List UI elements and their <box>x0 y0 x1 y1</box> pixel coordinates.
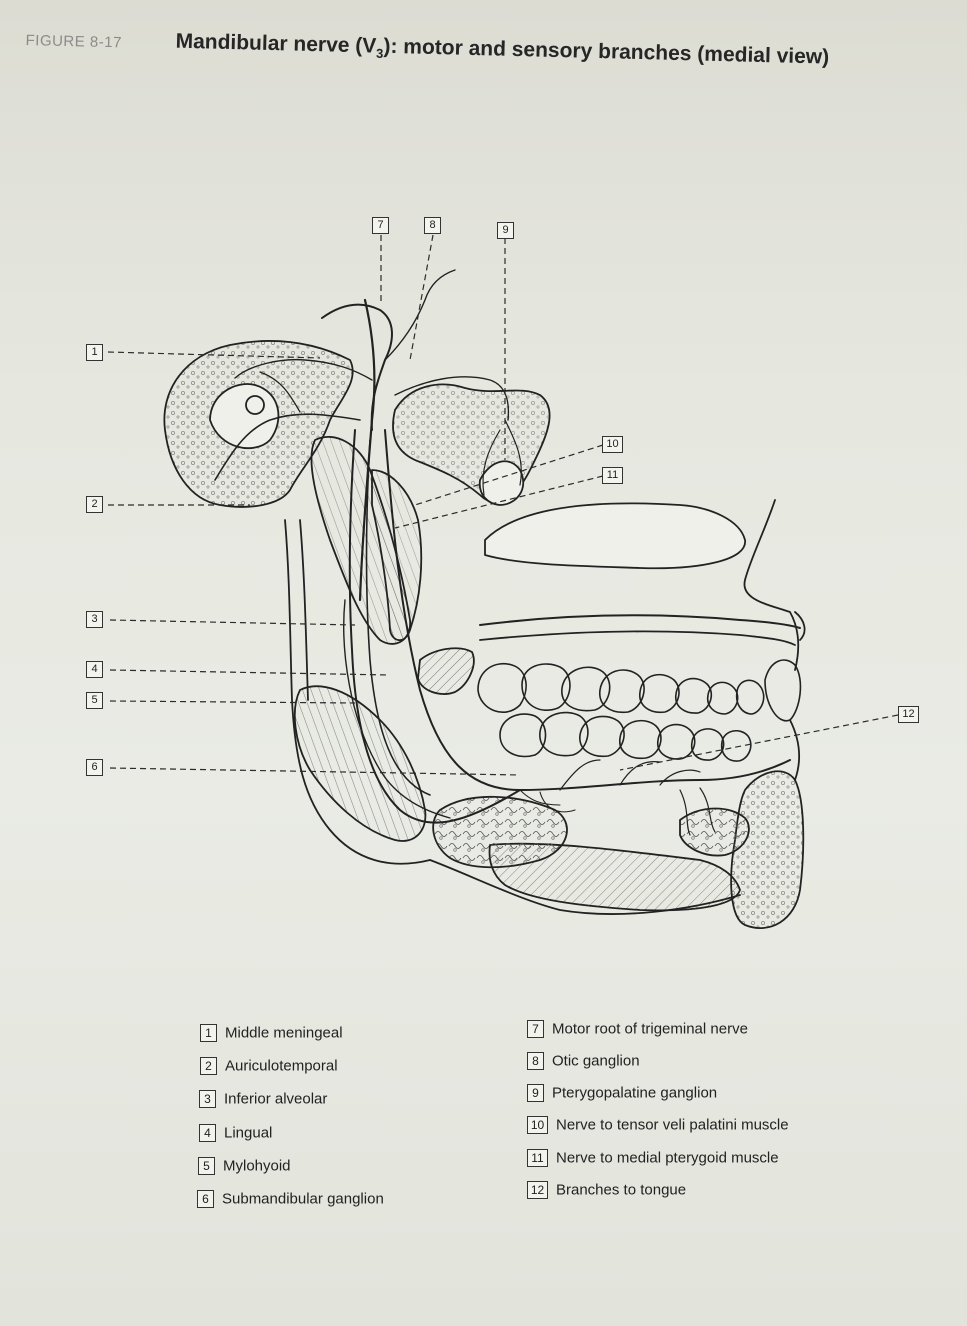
diagram-label-6: 6 <box>86 759 103 776</box>
diagram-label-9: 9 <box>497 222 514 239</box>
pterygopalatine-branch-2 <box>482 429 501 496</box>
leader-line-5 <box>109 700 356 704</box>
tongue-branch-3 <box>659 769 701 786</box>
auriculotemporal-branch <box>259 371 301 413</box>
diagram-label-7: 7 <box>372 217 389 234</box>
sphenoid-outline <box>392 383 551 503</box>
chin-outline <box>730 770 805 929</box>
leader-line-1 <box>107 351 321 359</box>
submandibular-gland <box>432 795 568 869</box>
maxillary-alveolus <box>479 614 801 629</box>
diagram-label-3: 3 <box>86 611 103 628</box>
lingual-nerve <box>384 429 791 791</box>
tongue-branch-4 <box>679 789 691 836</box>
hard-palate <box>484 502 746 570</box>
tongue-branch-5 <box>699 787 716 833</box>
lower-lip <box>789 719 801 781</box>
inferior-alveolar-nerve-2 <box>365 439 431 796</box>
diagram-label-12: 12 <box>898 706 919 723</box>
upper-lip-outline <box>794 611 806 641</box>
upper-teeth <box>477 659 802 722</box>
diagram-label-11: 11 <box>602 467 623 484</box>
maxillary-alveolus-lower <box>479 630 796 646</box>
mandible-ramus-inner <box>299 519 309 701</box>
diagram-label-8: 8 <box>424 217 441 234</box>
otic-branch <box>384 269 456 361</box>
middle-meningeal-nerve <box>234 358 373 381</box>
diagram-label-4: 4 <box>86 661 103 678</box>
leader-line-11 <box>394 475 604 529</box>
mandible-ramus <box>284 519 431 865</box>
hyoid-fragment <box>417 647 475 695</box>
diagram-label-2: 2 <box>86 496 103 513</box>
leader-line-10 <box>414 444 604 506</box>
leader-line-4 <box>109 669 391 676</box>
lower-teeth <box>499 711 752 762</box>
leader-line-3 <box>109 619 356 626</box>
diagram-label-10: 10 <box>602 436 623 453</box>
leader-lines <box>107 234 899 776</box>
tongue-branch-1 <box>559 759 601 791</box>
tongue-branch-2 <box>619 760 661 786</box>
pterygopalatine-fossa <box>478 460 525 506</box>
leader-line-8 <box>409 234 434 361</box>
medial-pterygoid-muscle <box>293 685 427 842</box>
nasal-outline <box>743 499 800 671</box>
pterygopalatine-branch-1 <box>504 419 522 486</box>
leader-line-6 <box>109 767 521 776</box>
diagram-label-5: 5 <box>86 692 103 709</box>
mandibular-nerve-trunk <box>321 303 393 431</box>
ear-ossicle <box>245 395 265 415</box>
mylohyoid-muscle <box>488 842 741 912</box>
leader-line-12 <box>619 714 899 771</box>
diagram-label-1: 1 <box>86 344 103 361</box>
auriculotemporal-nerve <box>214 413 361 481</box>
submandibular-ganglion-branches <box>519 789 576 813</box>
mylohyoid-nerve <box>343 599 451 819</box>
greater-petrosal <box>394 376 510 421</box>
lateral-pterygoid-muscle <box>310 435 411 645</box>
